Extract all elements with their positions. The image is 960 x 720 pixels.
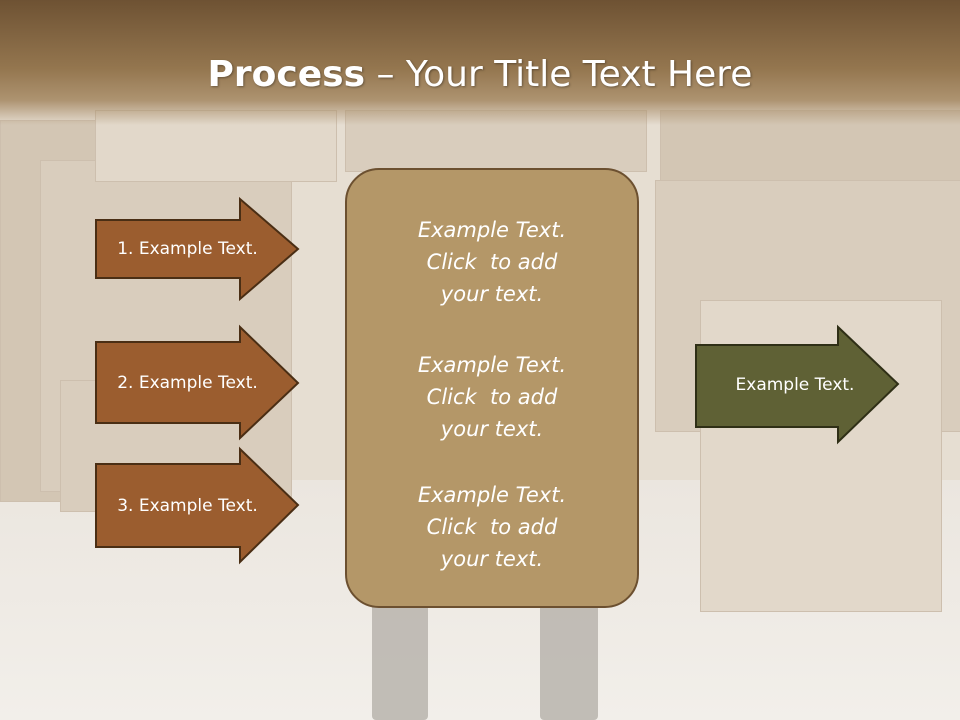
result-arrow[interactable]: Example Text. bbox=[695, 324, 900, 445]
arrow-shape bbox=[95, 446, 300, 565]
slide-title[interactable]: Process – Your Title Text Here bbox=[0, 52, 960, 98]
step-arrow-label: 3. Example Text. bbox=[117, 496, 258, 516]
panel-line: your text. bbox=[440, 417, 544, 441]
title-bold: Process bbox=[207, 54, 366, 95]
result-arrow-label: Example Text. bbox=[735, 375, 855, 395]
step-arrow-3[interactable]: 3. Example Text. bbox=[95, 446, 300, 565]
panel-line: Example Text. bbox=[417, 353, 567, 377]
panel-line: Example Text. bbox=[417, 218, 567, 242]
panel-text-block-1[interactable]: Example Text. Click to add your text. bbox=[347, 214, 637, 310]
step-arrow-label: 1. Example Text. bbox=[117, 239, 258, 259]
panel-line: Click to add bbox=[426, 385, 558, 409]
panel-line: Example Text. bbox=[417, 483, 567, 507]
title-band bbox=[0, 0, 960, 125]
arrow-shape bbox=[95, 324, 300, 441]
step-arrow-1[interactable]: 1. Example Text. bbox=[95, 196, 300, 302]
step-arrow-2[interactable]: 2. Example Text. bbox=[95, 324, 300, 441]
arrow-shape bbox=[695, 324, 900, 445]
center-text-panel[interactable]: Example Text. Click to add your text. Ex… bbox=[345, 168, 639, 608]
arrow-shape bbox=[95, 196, 300, 302]
title-rest: – Your Title Text Here bbox=[365, 54, 753, 95]
background-legs bbox=[372, 600, 428, 720]
background-legs bbox=[540, 600, 598, 720]
panel-line: Click to add bbox=[426, 250, 558, 274]
step-arrow-label: 2. Example Text. bbox=[117, 372, 258, 393]
panel-text-block-2[interactable]: Example Text. Click to add your text. bbox=[347, 349, 637, 445]
panel-line: your text. bbox=[440, 547, 544, 571]
panel-line: your text. bbox=[440, 282, 544, 306]
panel-line: Click to add bbox=[426, 515, 558, 539]
panel-text-block-3[interactable]: Example Text. Click to add your text. bbox=[347, 479, 637, 575]
